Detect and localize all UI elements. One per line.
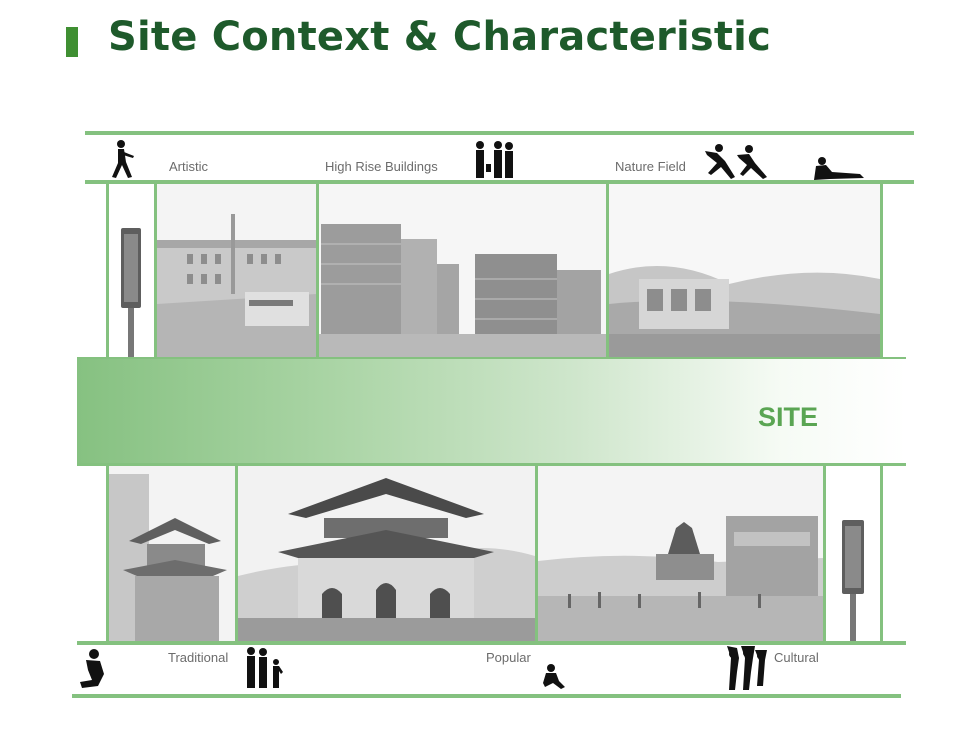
top-divider-2: [154, 182, 157, 358]
sign-post-photo: [109, 184, 154, 357]
label-artistic: Artistic: [169, 159, 208, 174]
label-cultural: Cultural: [774, 650, 819, 665]
site-band: [77, 359, 907, 463]
nature-field-photo: [609, 184, 880, 357]
traditional-pavilion-photo: [109, 466, 235, 641]
bottom-photo-rail: [77, 641, 906, 645]
cheering-people-icon: [727, 646, 767, 690]
bottom-divider-5: [880, 464, 883, 643]
crouching-person-icon: [80, 649, 104, 688]
sitting-person-icon: [543, 664, 565, 689]
label-popular: Popular: [486, 650, 531, 665]
palace-gate-photo: [238, 466, 535, 641]
bottom-divider-4: [823, 464, 826, 643]
running-people-icon: [705, 144, 767, 179]
popular-plaza-photo: [538, 466, 823, 641]
high-rise-buildings-photo: [319, 184, 606, 357]
walking-person-icon: [112, 140, 134, 178]
family-group-icon: [247, 647, 283, 688]
top-divider-4: [606, 182, 609, 358]
artistic-building-photo: [157, 184, 316, 357]
top-photo-rail: [85, 180, 914, 184]
page-title: Site Context & Characteristic: [108, 14, 772, 60]
label-nature-field: Nature Field: [615, 159, 686, 174]
top-divider-5: [880, 182, 883, 358]
title-accent-bar: [66, 27, 78, 57]
top-divider-3: [316, 182, 319, 358]
top-rail: [85, 131, 914, 135]
bottom-sign-post-photo: [826, 466, 880, 641]
bottom-divider-3: [535, 464, 538, 643]
site-label: SITE: [758, 402, 819, 432]
bottom-divider-1: [106, 464, 109, 643]
label-high-rise: High Rise Buildings: [325, 159, 438, 174]
bottom-divider-2: [235, 464, 238, 643]
bottom-rail: [72, 694, 901, 698]
label-traditional: Traditional: [168, 650, 229, 665]
reclining-person-icon: [814, 157, 864, 180]
top-divider-1: [106, 182, 109, 358]
band-bottom-rail: [77, 462, 906, 466]
business-people-icon: [476, 141, 513, 178]
